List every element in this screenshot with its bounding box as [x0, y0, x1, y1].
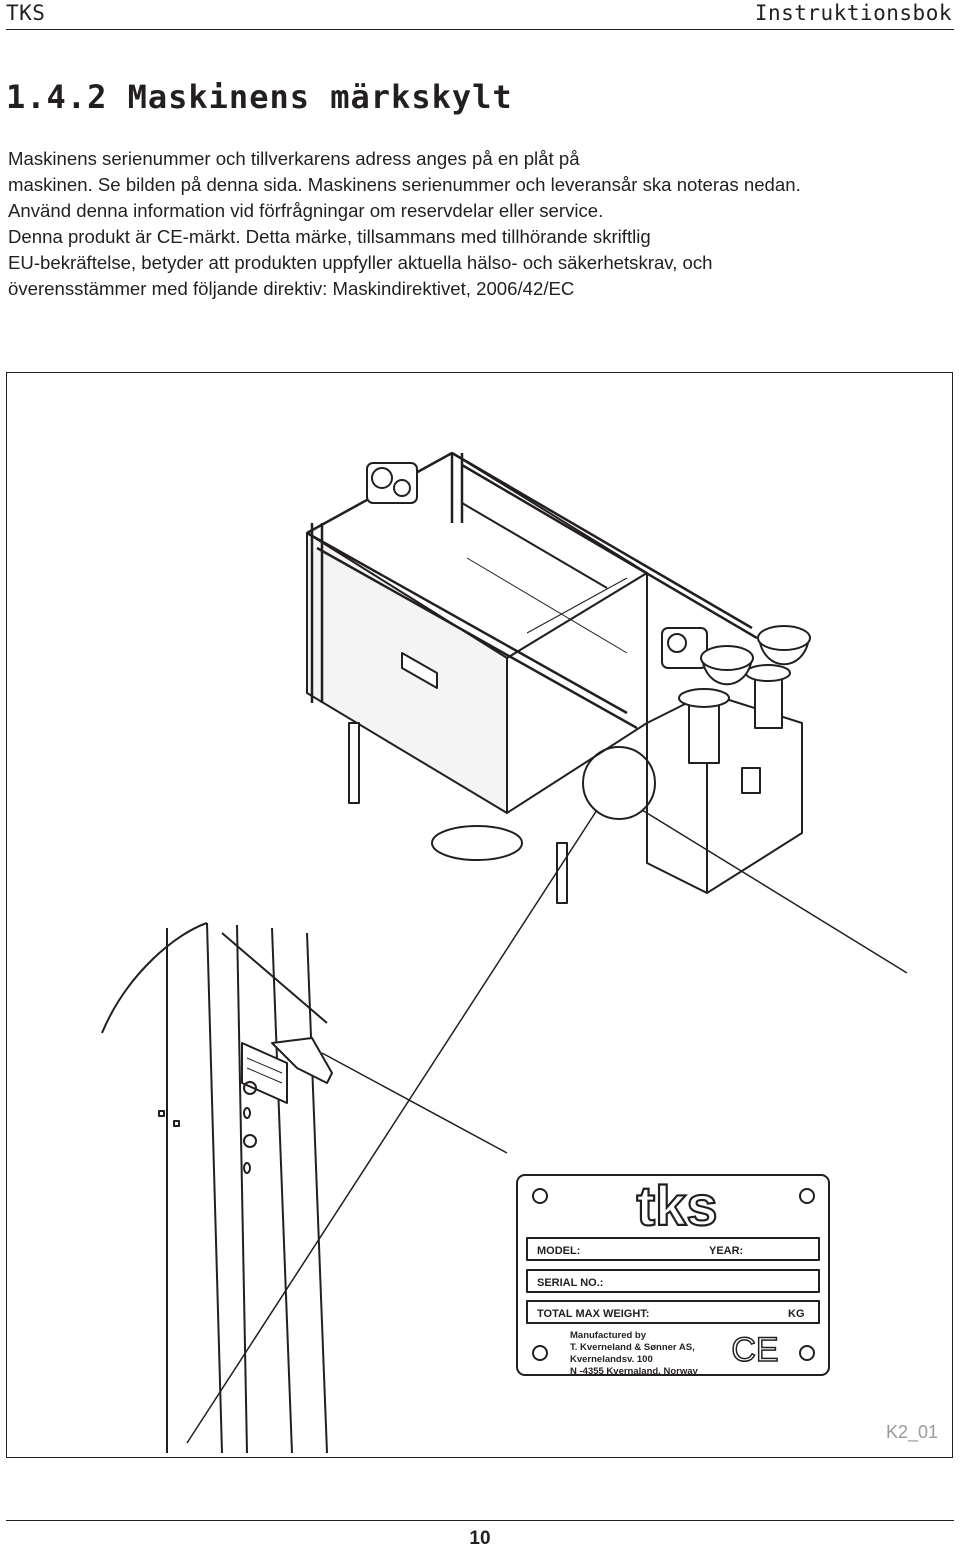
plate-manufacturer-line: Kvernelandsv. 100 — [570, 1354, 653, 1365]
support-legs — [348, 722, 568, 904]
body-line: Denna produkt är CE-märkt. Detta märke, … — [8, 226, 651, 247]
machine-drawing: tks MODEL: YEAR: SERIAL NO.: TOTAL MAX W… — [101, 451, 908, 1454]
model-field — [526, 1237, 820, 1261]
plate-manufacturer-line: N -4355 Kvernaland, Norway — [570, 1366, 698, 1377]
ce-mark: CE — [731, 1331, 778, 1369]
plate-manufacturer-line: Manufactured by — [570, 1330, 647, 1341]
header-document-title: Instruktionsbok — [754, 1, 952, 25]
plate-logo: tks — [637, 1174, 718, 1237]
body-line: EU-bekräftelse, betyder att produkten up… — [8, 252, 713, 273]
body-line: maskinen. Se bilden på denna sida. Maski… — [8, 174, 801, 195]
detail-leader-right — [641, 809, 908, 974]
plate-serial-label: SERIAL NO.: — [537, 1277, 603, 1289]
serial-field — [526, 1269, 820, 1293]
spinner-disc — [431, 825, 523, 861]
machine-figure: tks MODEL: YEAR: SERIAL NO.: TOTAL MAX W… — [6, 372, 953, 1458]
header-brand: TKS — [6, 1, 46, 25]
plate-weight-unit: KG — [788, 1308, 805, 1320]
detail-view — [101, 922, 508, 1454]
body-paragraph: Maskinens serienummer och tillverkarens … — [8, 146, 954, 302]
plate-text: tks MODEL: YEAR: SERIAL NO.: TOTAL MAX W… — [537, 1173, 805, 1377]
body-line: överensstämmer med följande direktiv: Ma… — [8, 278, 575, 299]
detail-circle — [582, 746, 656, 820]
frame-rails — [306, 451, 758, 730]
section-title: 1.4.2 Maskinens märkskylt — [6, 78, 513, 116]
detail-leader-left — [186, 809, 598, 1444]
header-rule — [6, 29, 954, 30]
plate-weight-label: TOTAL MAX WEIGHT: — [537, 1308, 649, 1320]
footer-rule — [6, 1520, 954, 1521]
nameplate — [516, 1174, 830, 1376]
weight-field — [526, 1300, 820, 1324]
plate-manufacturer-line: T. Kverneland & Sønner AS, — [570, 1342, 695, 1353]
body-line: Använd denna information vid förfrågning… — [8, 200, 604, 221]
plate-year-label: YEAR: — [709, 1245, 743, 1257]
drive-motor — [366, 462, 708, 669]
outlet-unit — [646, 625, 811, 894]
page-number: 10 — [469, 1528, 491, 1549]
plate-model-label: MODEL: — [537, 1245, 580, 1257]
figure-label: K2_01 — [885, 1422, 938, 1442]
body-line: Maskinens serienummer och tillverkarens … — [8, 148, 580, 169]
